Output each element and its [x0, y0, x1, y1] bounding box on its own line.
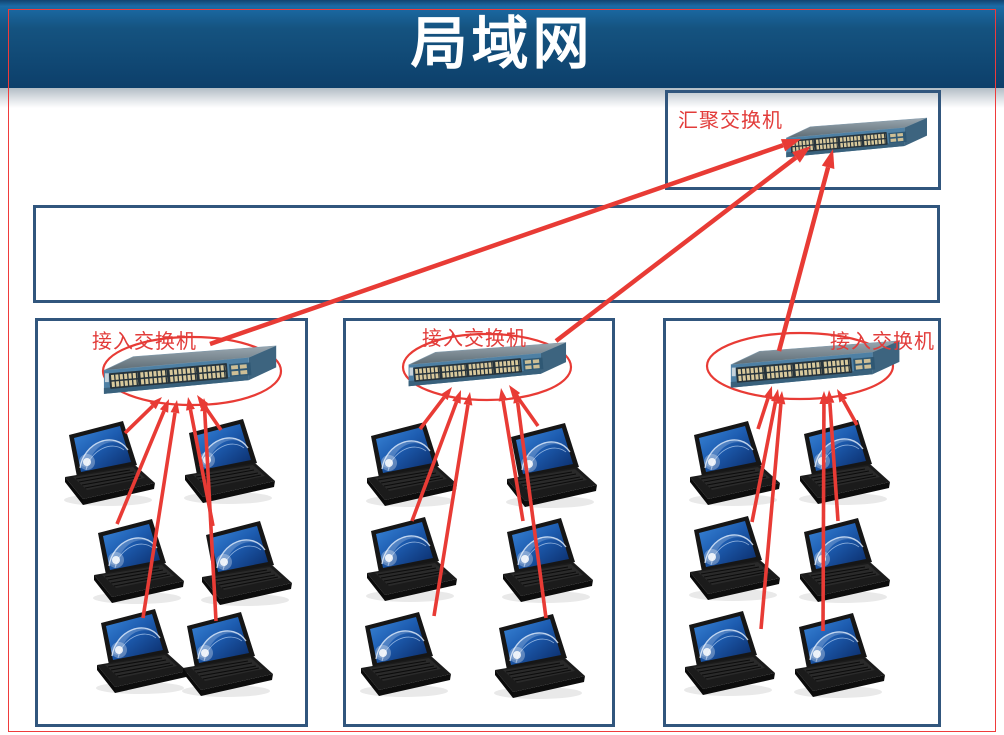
title-bar: 局域网: [0, 0, 1004, 88]
access-group-box-2: [343, 318, 615, 727]
access-switch-label-2: 接入交换机: [422, 326, 527, 350]
aggregation-switch-label: 汇聚交换机: [678, 108, 783, 132]
access-group-box-1: [35, 318, 308, 727]
backbone-box: [33, 205, 940, 303]
access-switch-label-3: 接入交换机: [830, 329, 935, 353]
access-group-box-3: [663, 318, 941, 727]
access-switch-label-1: 接入交换机: [92, 329, 197, 353]
title-bar-fade: [0, 88, 1004, 108]
slide-title: 局域网: [410, 10, 594, 77]
